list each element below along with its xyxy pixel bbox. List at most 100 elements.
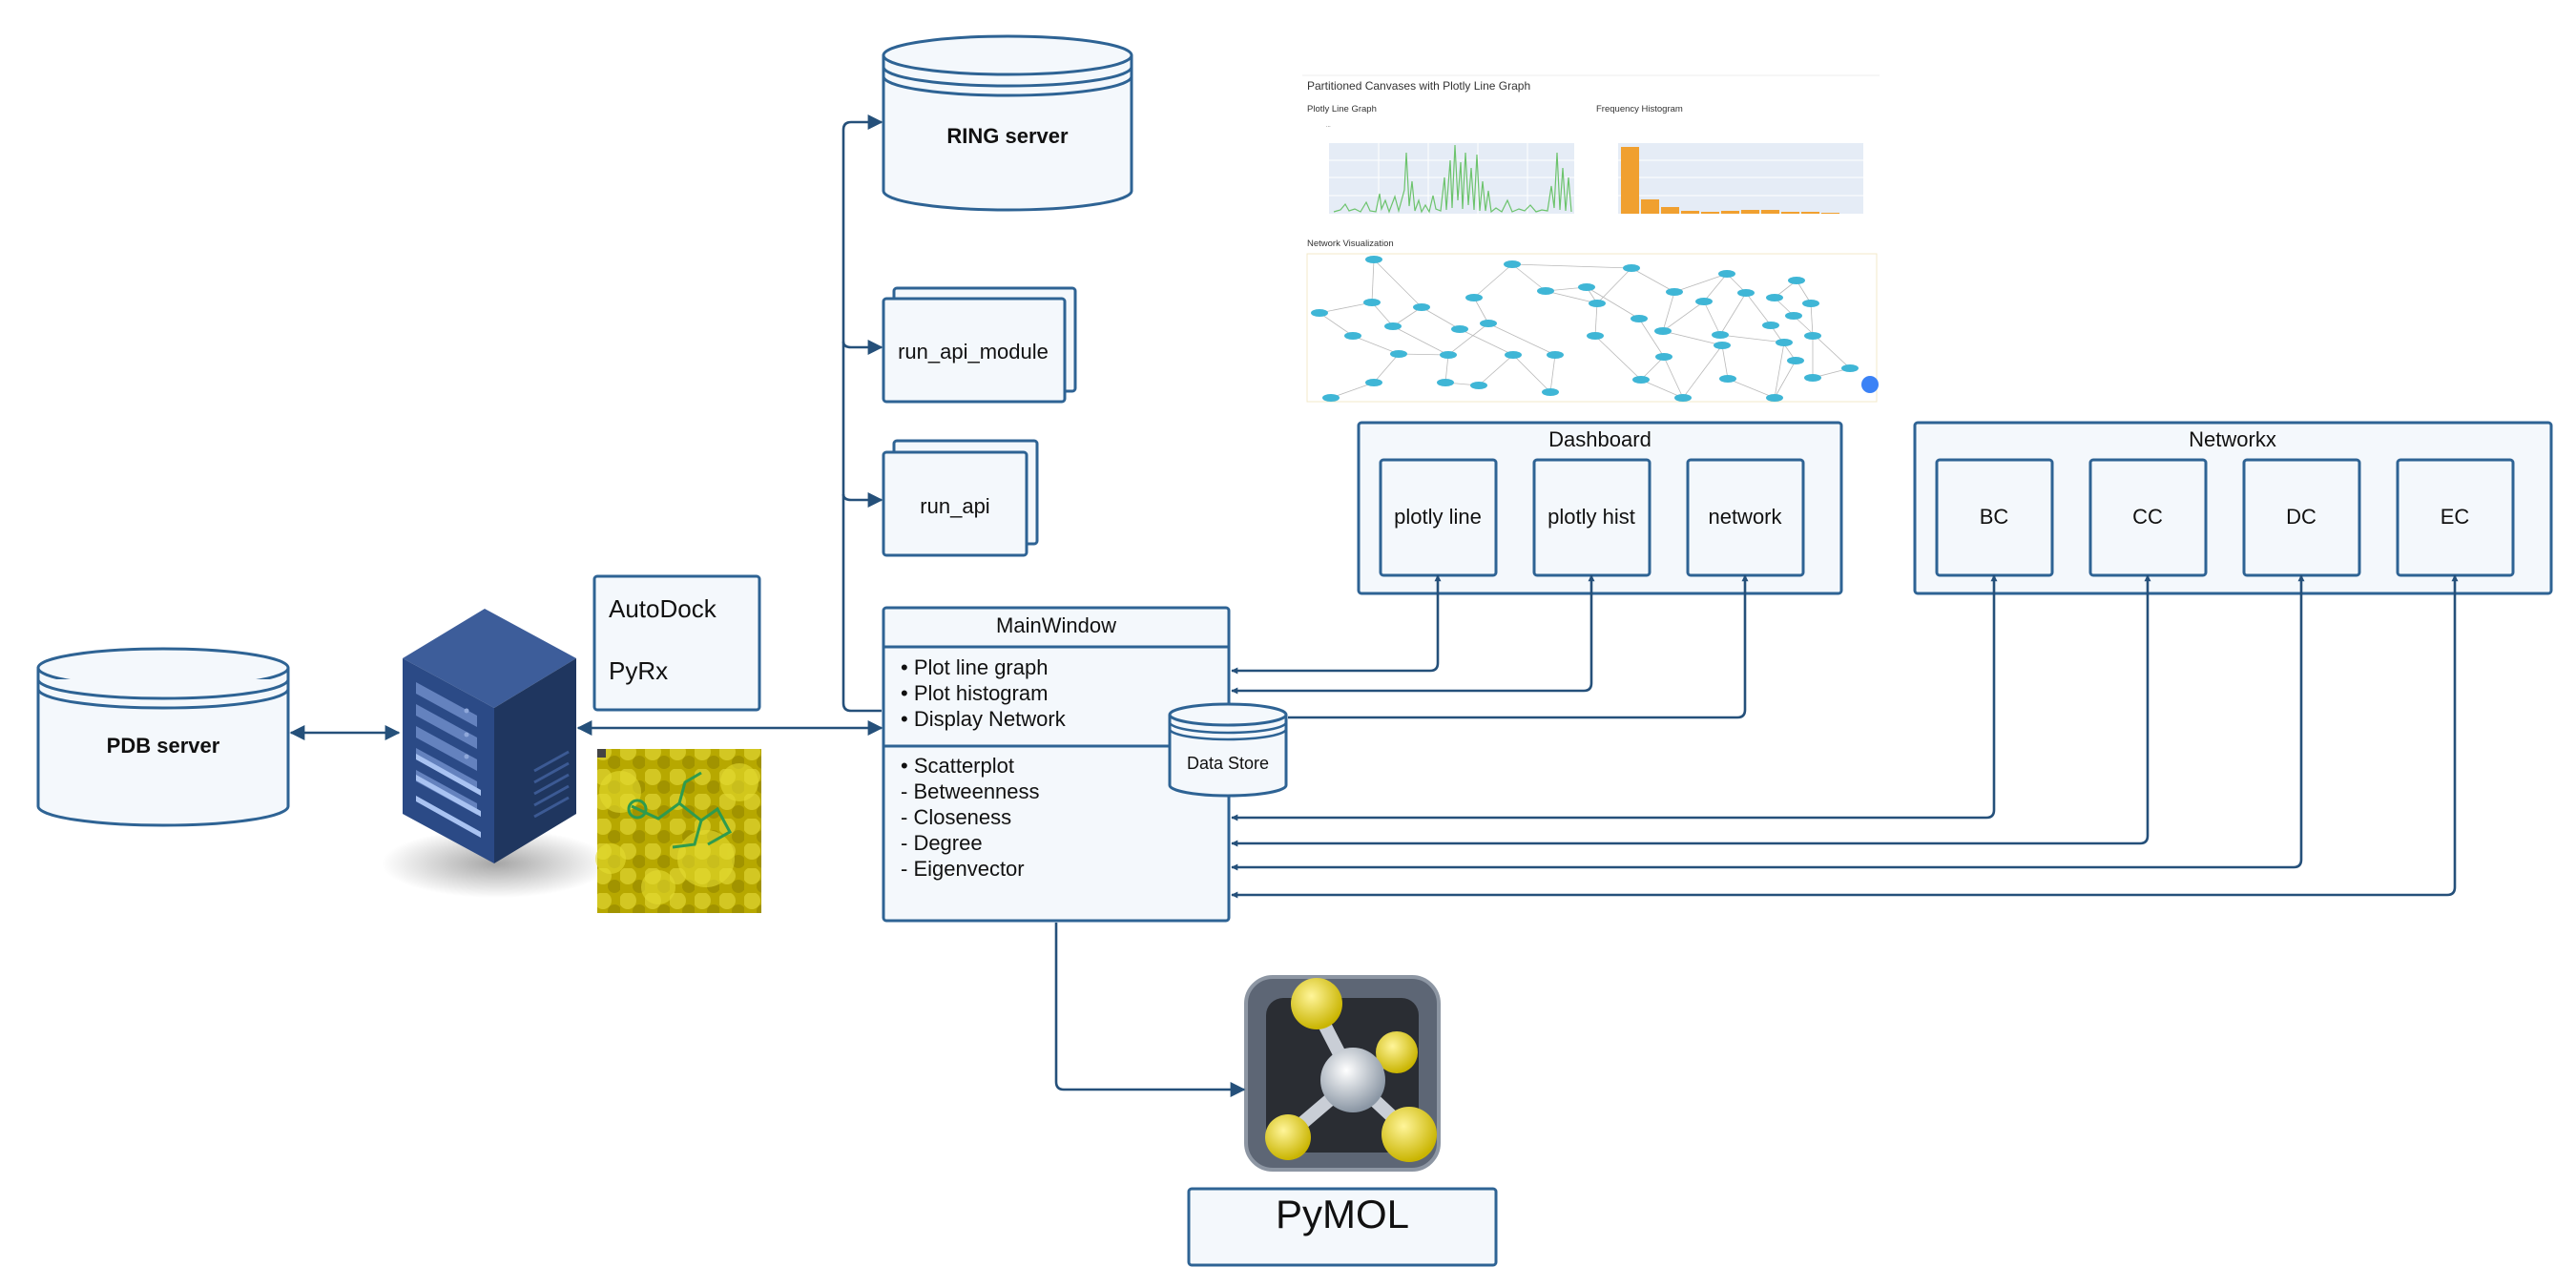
run-api-box[interactable]: run_api <box>882 439 1039 557</box>
network-node <box>1654 327 1672 335</box>
network-edge <box>1774 360 1797 399</box>
network-node <box>1776 339 1793 346</box>
network-node <box>1666 288 1683 296</box>
network-edge <box>1594 302 1598 337</box>
arrow-dc <box>1231 574 2305 871</box>
network-edge <box>1392 325 1449 356</box>
data-store-database[interactable]: Data Store <box>1168 702 1288 798</box>
network-node <box>1470 382 1487 389</box>
network-node <box>1787 357 1804 364</box>
svg-text:CC: CC <box>2132 505 2163 529</box>
network-node <box>1766 394 1783 402</box>
pymol-box[interactable]: PyMOL <box>1187 1187 1498 1267</box>
run-api-module-label: run_api_module <box>898 340 1049 364</box>
network-edge <box>1421 306 1461 330</box>
network-edge <box>1810 302 1814 337</box>
main-window-item: • Scatterplot <box>901 754 1014 778</box>
network-node <box>1785 312 1802 320</box>
network-edge <box>1596 267 1632 304</box>
network-node <box>1655 353 1672 361</box>
docking-tools-box[interactable]: AutoDock PyRx <box>592 574 761 712</box>
screenshot-hist-panel-title: Frequency Histogram <box>1596 104 1683 114</box>
networkx-item-dc[interactable]: DC <box>2242 458 2361 577</box>
network-edge <box>1662 330 1723 346</box>
network-node <box>1363 299 1381 306</box>
network-node <box>1589 300 1606 307</box>
network-node <box>1547 351 1564 359</box>
network-edge <box>1727 378 1776 399</box>
tool-autodock: AutoDock <box>609 594 717 623</box>
svg-text:plotly line: plotly line <box>1394 505 1482 529</box>
network-node <box>1695 298 1713 305</box>
network-edge <box>1640 379 1684 399</box>
arrow-network <box>1288 574 1749 719</box>
network-edge <box>1703 273 1728 302</box>
pdb-server-label: PDB server <box>107 734 220 758</box>
dashboard-item-plotly-hist[interactable]: plotly hist <box>1532 458 1652 577</box>
network-node <box>1737 289 1755 297</box>
pdb-server-database[interactable]: PDB server <box>36 647 290 827</box>
network-node <box>1841 364 1859 372</box>
main-window-item: • Display Network <box>901 707 1067 731</box>
network-node <box>1802 300 1819 307</box>
pymol-label: PyMOL <box>1276 1192 1409 1236</box>
network-edge <box>1549 354 1556 393</box>
histogram-bars <box>1621 147 1839 214</box>
network-edge <box>1511 263 1547 292</box>
arrow-ec <box>1231 574 2459 899</box>
network-node <box>1804 332 1821 340</box>
network-node <box>1766 294 1783 301</box>
screenshot-title: Partitioned Canvases with Plotly Line Gr… <box>1307 79 1530 93</box>
main-window-title: MainWindow <box>996 613 1116 637</box>
network-edge <box>1586 286 1640 320</box>
network-edge <box>1473 297 1489 324</box>
network-edge <box>1796 280 1812 304</box>
network-edge <box>1371 259 1375 303</box>
network-edge <box>1631 267 1675 293</box>
arrow-bc <box>1231 574 1998 821</box>
network-edge <box>1487 322 1556 356</box>
network-node <box>1719 375 1736 383</box>
networkx-item-ec[interactable]: EC <box>2396 458 2515 577</box>
arrow-to-run-api-module <box>841 340 883 355</box>
network-node <box>1788 277 1805 284</box>
main-window-item: • Plot line graph <box>901 655 1048 679</box>
networkx-item-bc[interactable]: BC <box>1935 458 2054 577</box>
network-edge <box>1444 354 1449 384</box>
network-node <box>1480 320 1497 327</box>
ring-server-database[interactable]: RING server <box>882 34 1133 212</box>
screenshot-network-panel-title: Network Visualization <box>1307 239 1394 249</box>
network-node <box>1578 283 1595 291</box>
screenshot-line-panel-title: Plotly Line Graph <box>1307 104 1377 114</box>
network-edge <box>1662 301 1705 332</box>
data-store-label: Data Store <box>1187 754 1269 773</box>
network-edge <box>1512 354 1551 393</box>
run-api-label: run_api <box>920 494 989 518</box>
networkx-item-cc[interactable]: CC <box>2088 458 2208 577</box>
network-edge <box>1745 292 1772 326</box>
main-window-box[interactable]: MainWindow • Plot line graph • Plot hist… <box>882 606 1231 923</box>
network-node <box>1537 287 1554 295</box>
network-edge <box>1511 263 1632 269</box>
network-edge <box>1719 292 1747 336</box>
network-edge <box>1594 335 1642 381</box>
network-node <box>1762 322 1779 329</box>
network-node <box>1804 374 1821 382</box>
server-rack-icon <box>382 609 611 898</box>
main-window-item: - Degree <box>901 831 983 855</box>
network-edge <box>1392 306 1423 327</box>
network-edge <box>1545 290 1598 304</box>
dashboard-item-network[interactable]: network <box>1686 458 1805 577</box>
network-node <box>1413 303 1430 311</box>
network-edge <box>1638 318 1665 358</box>
network-edge <box>1319 312 1354 337</box>
main-window-item: - Closeness <box>901 805 1011 829</box>
run-api-module-box[interactable]: run_api_module <box>882 286 1077 404</box>
dashboard-item-plotly-line[interactable]: plotly line <box>1379 458 1498 577</box>
connectors <box>289 114 2459 1097</box>
network-edge <box>1447 322 1489 356</box>
network-node <box>1451 325 1468 333</box>
network-edge <box>1673 273 1728 293</box>
network-node <box>1390 350 1407 358</box>
